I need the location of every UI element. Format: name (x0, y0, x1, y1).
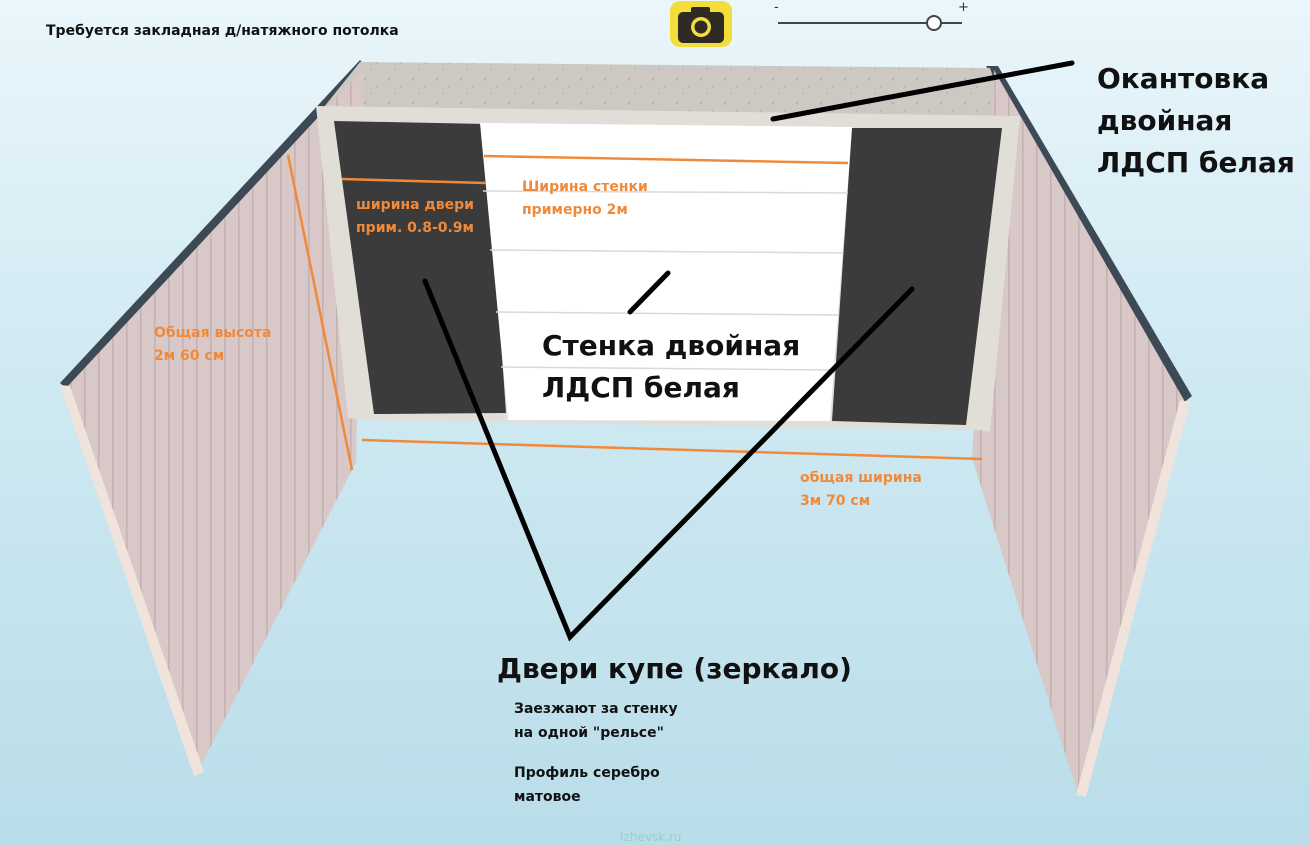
total-height-label: Общая высота 2м 60 см (154, 325, 272, 364)
total-width-dimension-line (361, 438, 983, 461)
door-width-dimension-line (341, 177, 487, 185)
right-wall-edge (1076, 400, 1190, 797)
pointer-lines (422, 60, 1075, 642)
total-width-label: общая ширина 3м 70 см (800, 470, 922, 509)
right-door-mirror (832, 128, 1002, 425)
dimension-lines (286, 154, 983, 471)
zoom-thumb[interactable] (926, 15, 943, 31)
center-wall-seams (482, 190, 849, 371)
zoom-plus-label: + (958, 0, 969, 15)
doors-pointer (422, 278, 915, 642)
wall-width-dimension-line (483, 154, 849, 165)
doors-note: Заезжают за стенку на одной "рельсе" (514, 701, 678, 741)
zoom-track[interactable] (778, 22, 962, 24)
profile-note: Профиль серебро матовое (514, 765, 660, 805)
camera-icon (678, 7, 724, 43)
door-width-label: ширина двери прим. 0.8-0.9м (356, 197, 474, 236)
watermark: Izhevsk.ru (620, 830, 682, 844)
edging-pointer (770, 60, 1075, 122)
center-wall-label: Стенка двойная ЛДСП белая (542, 329, 801, 404)
center-wall-pointer (627, 270, 671, 315)
left-door-mirror (334, 121, 506, 414)
wall-width-label: Ширина стенки примерно 2м (522, 179, 648, 218)
zoom-slider[interactable]: - + (772, 0, 969, 34)
right-side-wall (972, 70, 1184, 795)
header-note: Требуется закладная д/натяжного потолка (46, 23, 399, 39)
edging-label: Окантовка двойная ЛДСП белая (1097, 62, 1295, 179)
left-side-wall (66, 68, 364, 775)
camera-button[interactable] (670, 1, 732, 47)
left-wall-edge (60, 385, 204, 776)
height-dimension-line (286, 154, 354, 471)
left-wall-top-edge (60, 60, 368, 390)
doors-label: Двери купе (зеркало) (497, 652, 852, 685)
zoom-minus-label: - (774, 0, 779, 15)
